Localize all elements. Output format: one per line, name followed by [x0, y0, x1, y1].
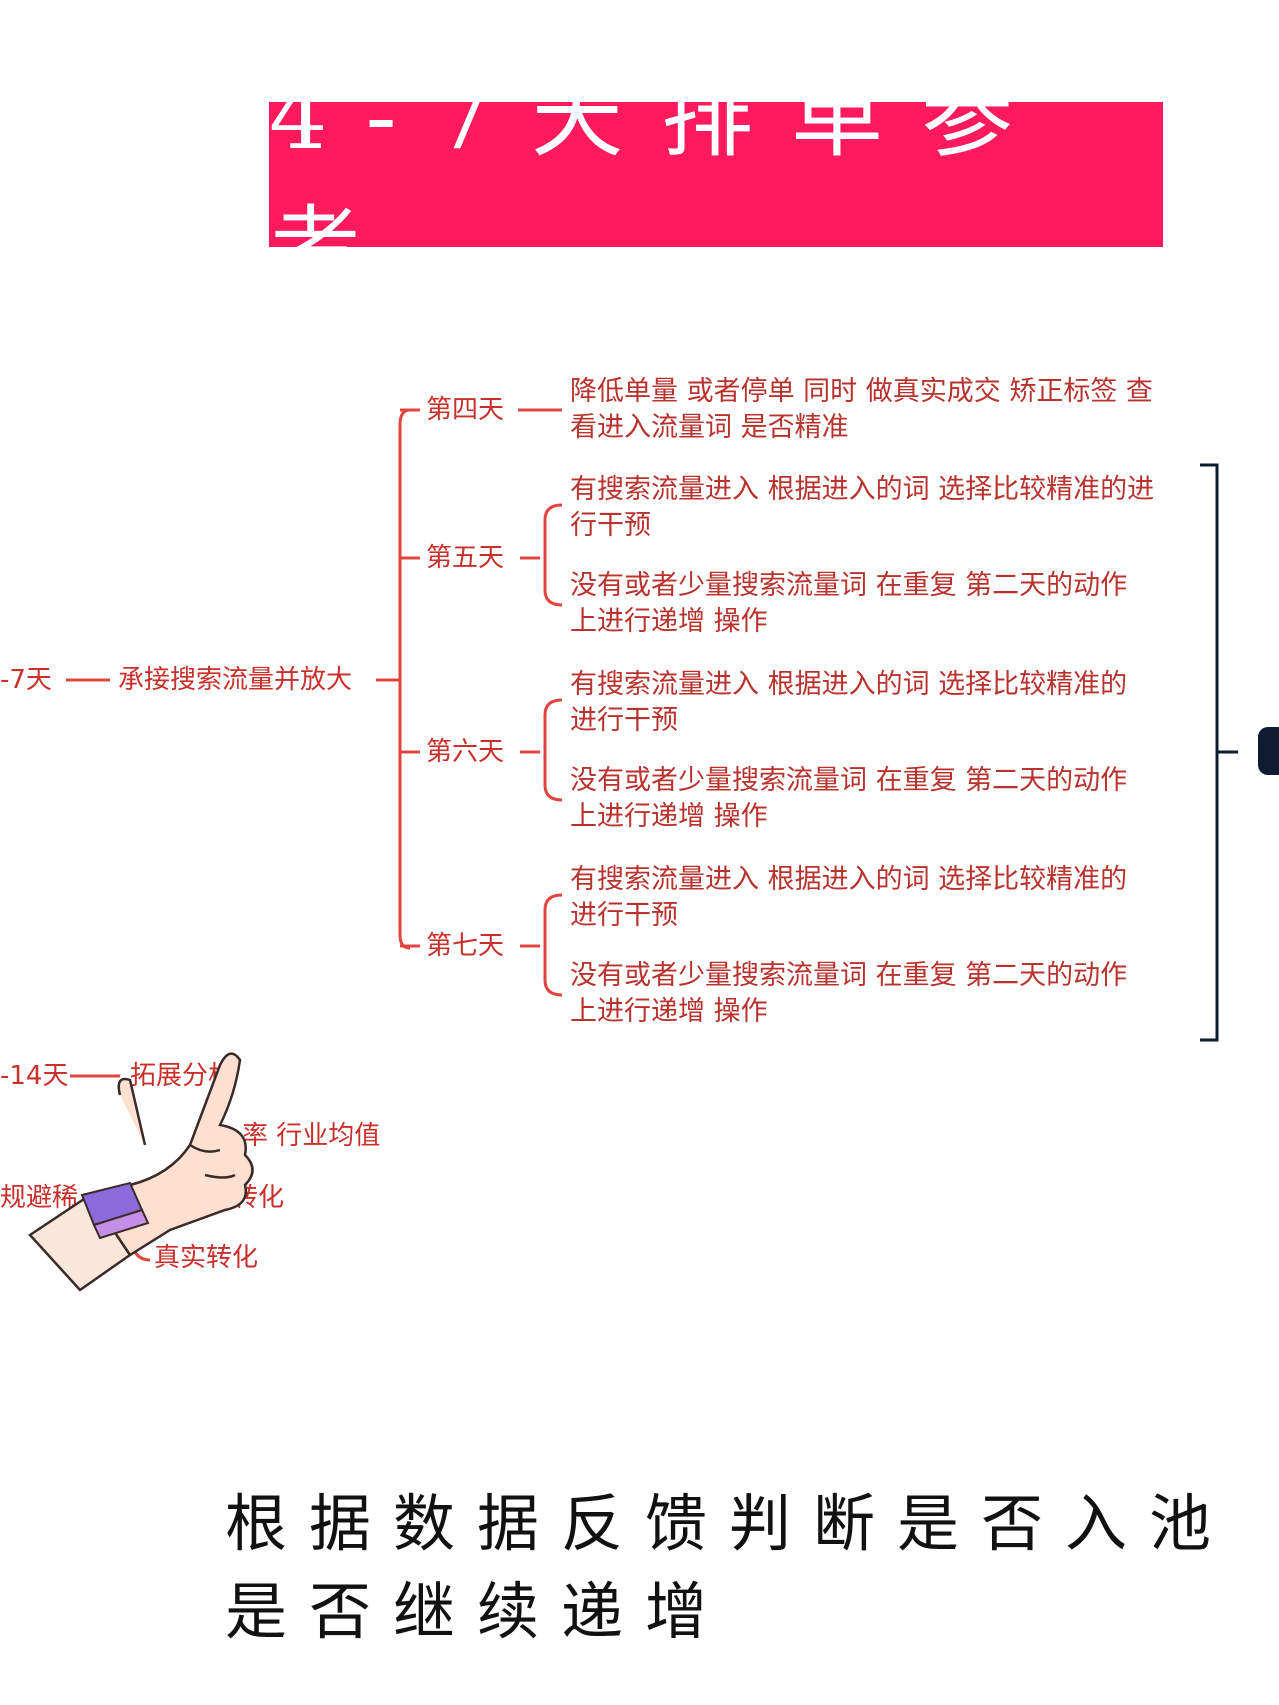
day-label-5: 第五天 — [426, 543, 505, 573]
day5-item-2: 没有或者少量搜索流量词 在重复 第二天的动作 上进行递增 操作 — [570, 568, 1170, 640]
connector-day7-bracket — [543, 893, 563, 997]
root-day-label: -7天 — [0, 665, 52, 695]
day5-item2-line2: 上进行递增 操作 — [570, 606, 768, 637]
day7-item-1: 有搜索流量进入 根据进入的词 选择比较精准的 进行干预 — [570, 862, 1170, 934]
offscreen-node-tab — [1258, 727, 1279, 775]
day7-item1-line1: 有搜索流量进入 根据进入的词 选择比较精准的 — [570, 864, 1128, 895]
day6-item-2: 没有或者少量搜索流量词 在重复 第二天的动作 上进行递增 操作 — [570, 763, 1170, 835]
connector-days-bracket — [398, 408, 411, 950]
lower-fragment-5: 真实转化 — [154, 1243, 259, 1273]
day-label-7: 第七天 — [426, 931, 505, 961]
lower-fragment-3: 规避稀 — [0, 1183, 79, 1213]
day4-item-line2: 看进入流量词 是否精准 — [570, 412, 849, 443]
branch-label: 承接搜索流量并放大 — [118, 665, 353, 695]
lower-day-label: -14天 — [0, 1061, 69, 1091]
day6-item2-line2: 上进行递增 操作 — [570, 801, 768, 832]
day7-item-2: 没有或者少量搜索流量词 在重复 第二天的动作 上进行递增 操作 — [570, 958, 1170, 1030]
footer-line-2: 是否继续递增 — [225, 1575, 730, 1648]
day7-item2-line2: 上进行递增 操作 — [570, 996, 768, 1027]
day4-item: 降低单量 或者停单 同时 做真实成交 矫正标签 查 看进入流量词 是否精准 — [570, 374, 1170, 446]
day4-item-line1: 降低单量 或者停单 同时 做真实成交 矫正标签 查 — [570, 376, 1153, 407]
day6-item-1: 有搜索流量进入 根据进入的词 选择比较精准的 进行干预 — [570, 667, 1170, 739]
connector-day6-bracket — [543, 698, 563, 802]
footer-line-1: 根据数据反馈判断是否入池 — [225, 1487, 1234, 1560]
day5-item1-line1: 有搜索流量进入 根据进入的词 选择比较精准的进 — [570, 474, 1155, 505]
day-label-6: 第六天 — [426, 737, 505, 767]
right-bracket — [1200, 463, 1238, 1042]
day5-item1-line2: 行干预 — [570, 510, 651, 541]
pointing-hand-icon — [28, 1052, 254, 1292]
footer-text: 根据数据反馈判断是否入池 是否继续递增 — [225, 1480, 1234, 1656]
day-label-4: 第四天 — [426, 395, 505, 425]
day6-item1-line1: 有搜索流量进入 根据进入的词 选择比较精准的 — [570, 669, 1128, 700]
day6-item1-line2: 进行干预 — [570, 705, 678, 736]
day6-item2-line1: 没有或者少量搜索流量词 在重复 第二天的动作 — [570, 765, 1128, 796]
day5-item2-line1: 没有或者少量搜索流量词 在重复 第二天的动作 — [570, 570, 1128, 601]
connector-day5-bracket — [543, 503, 563, 607]
day7-item2-line1: 没有或者少量搜索流量词 在重复 第二天的动作 — [570, 960, 1128, 991]
day7-item1-line2: 进行干预 — [570, 900, 678, 931]
lower-fragment-2: 率 行业均值 — [242, 1121, 381, 1151]
day5-item-1: 有搜索流量进入 根据进入的词 选择比较精准的进 行干预 — [570, 472, 1170, 544]
